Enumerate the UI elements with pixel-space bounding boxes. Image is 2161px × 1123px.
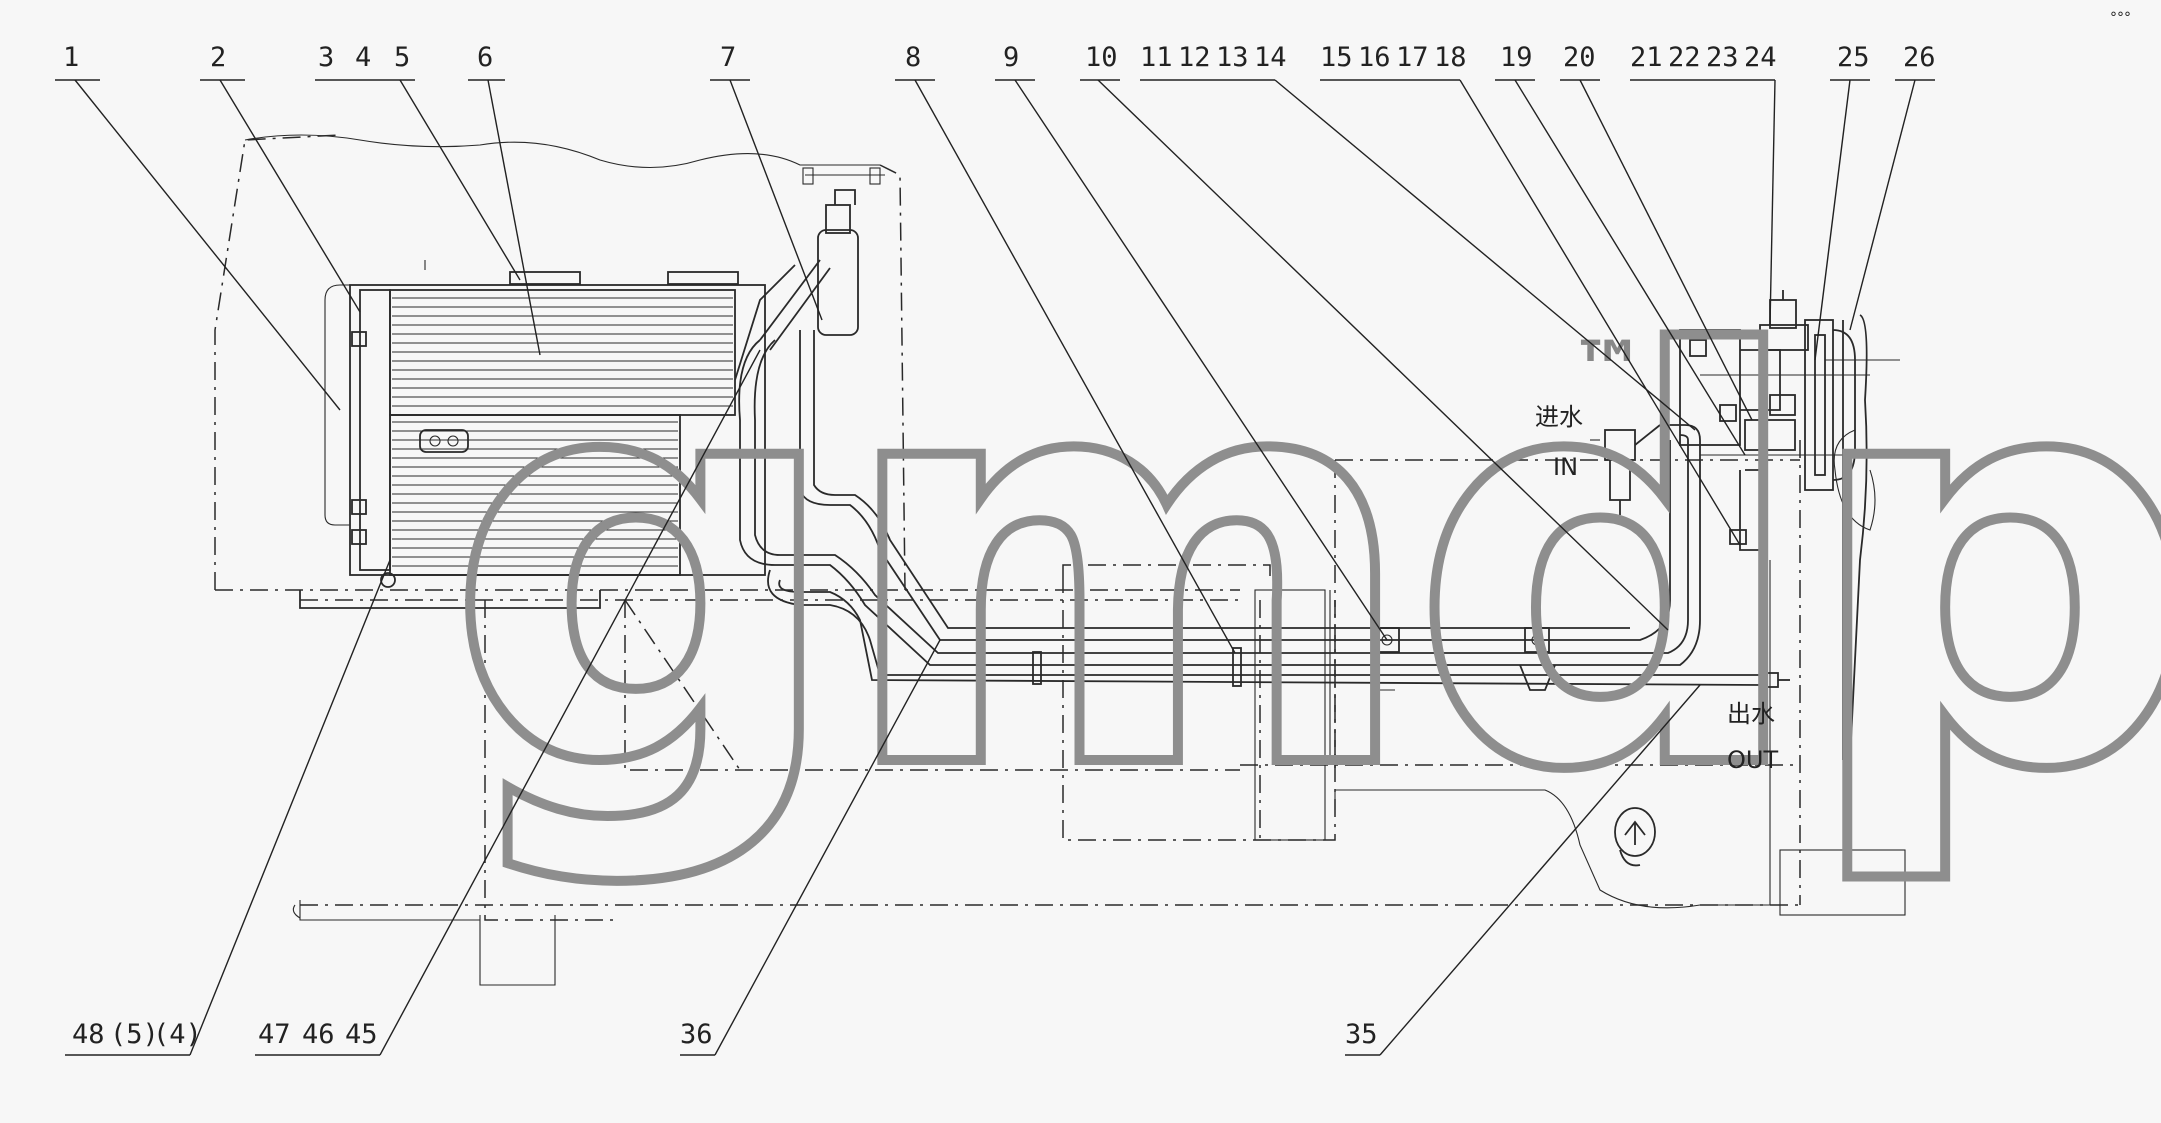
port-labels: 进水 IN 出水 OUT xyxy=(1535,403,1778,774)
outlet-label-en: OUT xyxy=(1727,746,1778,774)
callout-13: 13 xyxy=(1216,42,1249,73)
callout-22: 22 xyxy=(1668,42,1701,73)
radiator-core xyxy=(324,260,766,588)
chassis-frame xyxy=(214,134,1906,986)
callout-45: 45 xyxy=(345,1019,378,1050)
inlet-label-en: IN xyxy=(1553,453,1578,481)
watermark-trademark: ™ xyxy=(1570,324,1646,413)
top-callouts: 1 2 3 4 5 6 7 8 9 10 11 12 13 14 15 16 1… xyxy=(55,42,1936,654)
expansion-tank xyxy=(802,167,885,336)
mounting-bracket xyxy=(292,590,601,921)
callout-24: 24 xyxy=(1744,42,1777,73)
callout-47: 47 xyxy=(258,1019,291,1050)
pipe-to-tank xyxy=(734,259,831,381)
callout-20: 20 xyxy=(1563,42,1596,73)
callout-19: 19 xyxy=(1500,42,1533,73)
callout-23: 23 xyxy=(1706,42,1739,73)
callout-2: 2 xyxy=(210,42,226,73)
lower-boxes xyxy=(1062,564,1331,841)
callout-15: 15 xyxy=(1320,42,1353,73)
callout-8: 8 xyxy=(905,42,921,73)
inlet-valve xyxy=(1590,424,1661,515)
callout-1: 1 xyxy=(63,42,79,73)
callout-14: 14 xyxy=(1254,42,1287,73)
callout-35: 35 xyxy=(1345,1019,1378,1050)
callout-10: 10 xyxy=(1085,42,1118,73)
callout-17: 17 xyxy=(1396,42,1429,73)
engine-front-assembly xyxy=(1679,290,1900,761)
pipe-run-lower xyxy=(767,569,1790,688)
callout-25: 25 xyxy=(1837,42,1870,73)
callout-7: 7 xyxy=(720,42,736,73)
watermark-text: gmdp xyxy=(445,241,2161,893)
callout-48: 48 xyxy=(72,1019,105,1050)
callout-21: 21 xyxy=(1630,42,1663,73)
callout-12: 12 xyxy=(1178,42,1211,73)
callout-18: 18 xyxy=(1434,42,1467,73)
callout-4-ref: (4) xyxy=(153,1019,202,1050)
callout-4: 4 xyxy=(355,42,371,73)
callout-16: 16 xyxy=(1358,42,1391,73)
pipe-run-upper xyxy=(738,330,1701,666)
watermark: gmdp ™ xyxy=(440,236,2161,898)
callout-6: 6 xyxy=(477,42,493,73)
callout-26: 26 xyxy=(1903,42,1936,73)
callout-46: 46 xyxy=(302,1019,335,1050)
callout-3: 3 xyxy=(318,42,334,73)
break-line xyxy=(244,134,880,168)
callout-11: 11 xyxy=(1140,42,1173,73)
drain-plug-symbol xyxy=(1614,807,1656,867)
callout-9: 9 xyxy=(1003,42,1019,73)
pipe-clamps xyxy=(1032,627,1556,691)
callout-5: 5 xyxy=(394,42,410,73)
corner-mark: °°° xyxy=(2110,10,2131,26)
bottom-callouts: 48 (5) (4) 47 46 45 36 35 xyxy=(65,349,1701,1056)
callout-5-ref: (5) xyxy=(110,1019,159,1050)
callout-36: 36 xyxy=(680,1019,713,1050)
outlet-label-cn: 出水 xyxy=(1727,700,1775,728)
inlet-label-cn: 进水 xyxy=(1535,403,1583,431)
